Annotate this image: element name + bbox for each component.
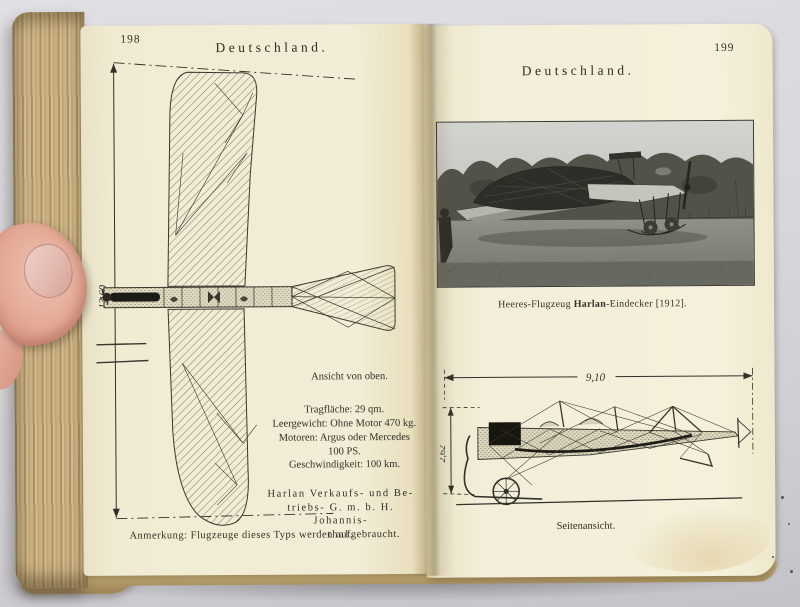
tail-surfaces	[291, 265, 396, 331]
landing-skid	[463, 435, 543, 500]
length-dimension	[444, 367, 754, 454]
photo-caption-suffix: -Eindecker [1912].	[606, 298, 688, 310]
photo-caption-aircraft-name: Harlan	[573, 298, 607, 310]
forward-rods	[96, 342, 149, 364]
side-view-drawing: 9,10 2,62	[439, 367, 754, 506]
photo-caption-prefix: Heeres-Flugzeug	[498, 298, 574, 311]
upper-wing	[167, 71, 258, 287]
height-dimension	[442, 407, 480, 495]
page-number-left: 198	[120, 33, 141, 46]
open-book: 198 Deutschland.	[10, 4, 778, 605]
propeller-top-view	[99, 289, 160, 305]
fuselage-side-view	[477, 418, 739, 460]
side-view-caption: Seitenansicht.	[556, 520, 616, 533]
footnote: Anmerkung: Flugzeuge dieses Typs werden …	[129, 528, 400, 542]
left-page: 198 Deutschland.	[80, 23, 427, 576]
right-page: 199 Deutschland.	[423, 23, 776, 578]
tail-side-view	[737, 417, 752, 448]
photo-caption: Heeres-Flugzeug Harlan-Eindecker [1912].	[425, 298, 760, 311]
top-view-caption: Ansicht von oben.	[311, 371, 388, 383]
aircraft-photo	[435, 119, 755, 288]
main-wheel	[492, 477, 520, 506]
spec-line: Motoren: Argus oder Mercedes	[278, 431, 411, 444]
spec-line: Leergewicht: Ohne Motor 470 kg.	[272, 417, 417, 430]
length-label: 9,10	[586, 372, 606, 384]
dust-speck	[790, 570, 793, 573]
bracing-wires	[488, 400, 736, 486]
lower-wing	[167, 308, 258, 526]
dust-speck	[772, 556, 774, 558]
fence	[689, 178, 746, 221]
aircraft-photo-image	[436, 120, 754, 287]
thumb-nail	[17, 238, 79, 304]
manufacturer-line: triebs- G. m. b. H. Johannis-	[287, 501, 395, 527]
right-page-header: Deutschland.	[521, 62, 635, 79]
manufacturer-line: Harlan Verkaufs- und Be-	[267, 487, 414, 500]
gutter-shadow	[408, 23, 456, 576]
spec-line: 100 PS.	[328, 445, 361, 457]
top-view-drawing: 13,60	[96, 62, 396, 526]
person-silhouette	[438, 208, 453, 263]
spec-line: Tragfläche: 29 qm.	[304, 404, 385, 416]
aircraft-silhouette	[454, 151, 692, 236]
spec-line: Geschwindigkeit: 100 km.	[288, 459, 401, 472]
aircraft-specs: Tragfläche: 29 qm. Leergewicht: Ohne Mot…	[265, 403, 424, 473]
dust-speck	[788, 523, 790, 525]
dust-speck	[781, 496, 784, 499]
page-number-right: 199	[714, 41, 735, 55]
height-label: 2,62	[439, 445, 448, 463]
seat-marking	[207, 291, 221, 304]
